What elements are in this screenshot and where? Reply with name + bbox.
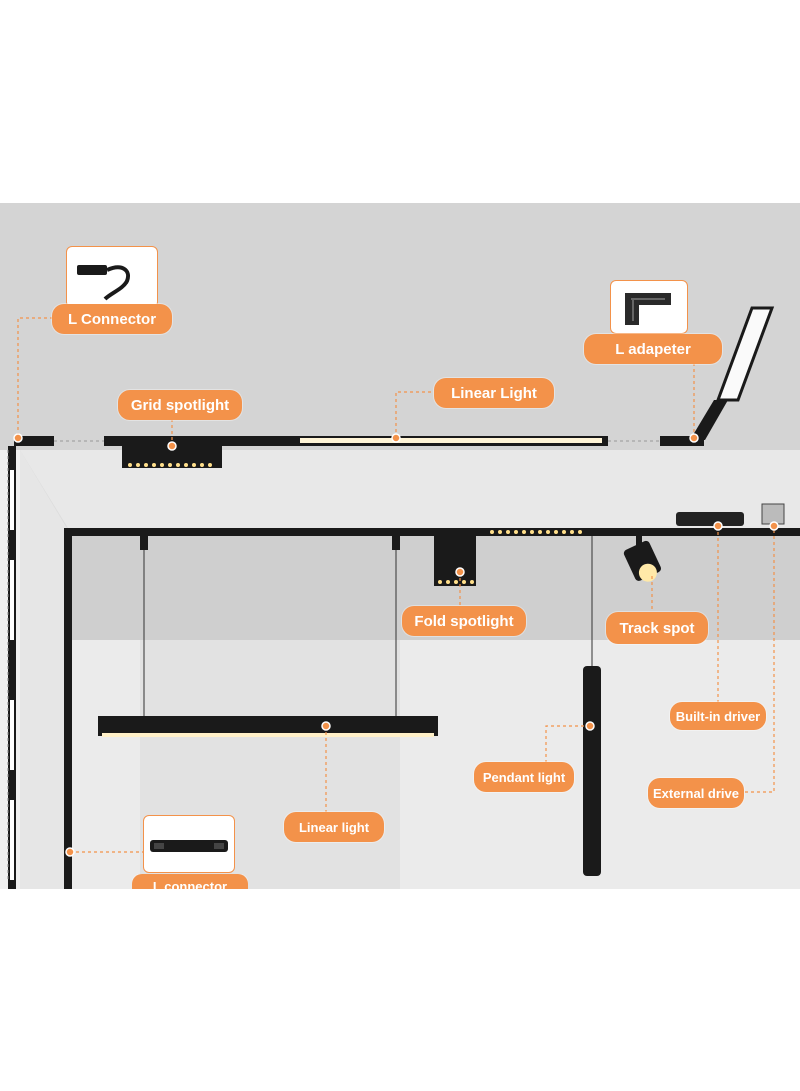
left-vertical-glow-3	[10, 700, 14, 770]
pendant-linear-glow	[102, 733, 434, 737]
left-vertical-glow-2	[10, 560, 14, 640]
callout-line-external-drive	[744, 524, 775, 793]
upper-track-left	[14, 436, 54, 446]
label-l-adapeter: L adapeter	[584, 334, 722, 364]
track-spot-stem	[636, 536, 642, 546]
pendant-linear-body	[98, 716, 438, 736]
callout-line-linear-light-top	[395, 391, 436, 438]
label-built-in-driver: Built-in driver	[670, 702, 766, 730]
left-vertical-glow-1	[10, 470, 14, 530]
label-track-spot: Track spot	[606, 612, 708, 644]
upper-linear-light-glow	[300, 438, 602, 443]
fold-spotlight-body	[434, 536, 476, 586]
callout-dots	[13, 433, 779, 857]
label-linear-light-pendant: Linear light	[284, 812, 384, 842]
side-wall	[20, 450, 68, 889]
slanted-light	[715, 306, 775, 402]
straight-connector-icon	[143, 815, 235, 873]
label-external-drive: External drive	[648, 778, 744, 808]
label-grid-spotlight: Grid spotlight	[118, 390, 242, 420]
label-linear-light-top: Linear Light	[434, 378, 554, 408]
grid-spotlight-leds	[128, 463, 212, 467]
label-l-connector-bottom: L connector	[132, 874, 248, 889]
left-vertical-track	[8, 446, 16, 889]
recessed-ceiling	[20, 450, 800, 528]
l-adapter-corner-icon	[610, 280, 688, 334]
pendant-tube-body	[583, 666, 601, 876]
slanted-track	[690, 400, 728, 440]
grid-spotlight-body	[122, 446, 222, 468]
pendant-hanger-left	[140, 536, 148, 550]
label-pendant-light: Pendant light	[474, 762, 574, 792]
upper-track-mid	[104, 436, 294, 446]
external-driver-body	[761, 503, 785, 525]
label-l-connector-top: L Connector	[52, 304, 172, 334]
built-in-driver-body	[676, 512, 744, 526]
lower-grid-strip-leds	[490, 530, 582, 534]
upper-track-right	[660, 436, 704, 446]
lower-track-left	[64, 528, 72, 889]
upper-ceiling	[0, 203, 800, 450]
l-connector-cable-icon	[66, 246, 158, 308]
label-fold-spotlight: Fold spotlight	[402, 606, 526, 636]
lower-track-top	[64, 528, 800, 536]
callout-line-pendant-light	[545, 725, 590, 770]
pendant-hanger-right	[392, 536, 400, 550]
left-vertical-glow-4	[10, 800, 14, 880]
lower-grid-strip	[486, 528, 584, 536]
callout-line-l-connector	[17, 317, 58, 436]
fold-spotlight-leds	[438, 580, 474, 584]
